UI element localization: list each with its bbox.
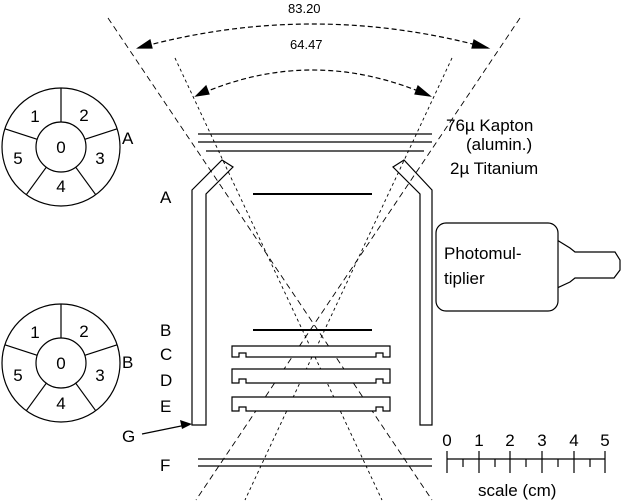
scale-tick-0: 0 — [442, 431, 451, 450]
ring-A-seg-3: 3 — [95, 149, 104, 168]
scintillator-frames — [231, 345, 391, 412]
arc-inner-arrow-right — [414, 84, 432, 97]
scale-tick-1: 1 — [474, 431, 483, 450]
arc-outer — [137, 23, 489, 49]
wire-planes — [253, 193, 372, 331]
photomultiplier — [435, 222, 621, 312]
ring-A — [1, 87, 121, 207]
ring-A-seg-1: 1 — [30, 107, 39, 126]
label-F: F — [160, 456, 170, 475]
entrance-foils — [198, 133, 432, 152]
angle-rays — [107, 17, 521, 501]
label-A: A — [160, 188, 172, 207]
ring-A-seg-2: 2 — [79, 106, 88, 125]
housing-wall-right — [392, 159, 433, 426]
scale-tick-5: 5 — [600, 431, 609, 450]
kapton-label: 76µ Kapton — [446, 116, 533, 135]
label-D: D — [160, 371, 172, 390]
ray-outer-right — [195, 17, 521, 501]
frame-C — [231, 345, 391, 358]
frame-D — [231, 368, 391, 384]
frame-E — [231, 396, 391, 412]
angle-inner-value: 64.47 — [290, 37, 323, 52]
scale-tick-2: 2 — [505, 431, 514, 450]
pmt-label-line2: tiplier — [444, 269, 485, 288]
arc-inner — [195, 69, 431, 97]
ring-A-seg-5: 5 — [13, 149, 22, 168]
ring-A-seg-4: 4 — [56, 177, 65, 196]
titanium-label: 2µ Titanium — [450, 159, 538, 178]
scale-caption: scale (cm) — [478, 481, 556, 500]
angle-arcs — [136, 23, 491, 97]
ray-inner-right — [244, 57, 453, 501]
g-pointer-arrow — [141, 420, 192, 435]
ring-B-seg-4: 4 — [56, 394, 65, 413]
housing-walls — [191, 159, 433, 426]
ring-B-seg-2: 2 — [79, 322, 88, 341]
ring-B — [1, 303, 121, 423]
ring-B-seg-3: 3 — [95, 366, 104, 385]
ring-A-label: A — [122, 129, 134, 148]
ring-A-center: 0 — [56, 138, 65, 157]
scale-tick-3: 3 — [537, 431, 546, 450]
label-C: C — [160, 345, 172, 364]
ring-B-seg-5: 5 — [13, 366, 22, 385]
arc-outer-arrow-right — [471, 39, 491, 49]
arc-inner-arrow-left — [194, 84, 210, 97]
pmt-tube — [556, 238, 621, 289]
bottom-foils — [198, 458, 432, 467]
pmt-label-line1: Photomul- — [444, 244, 521, 263]
label-B: B — [160, 321, 171, 340]
housing-wall-left — [191, 159, 234, 426]
pmt-box — [435, 222, 559, 312]
ray-outer-left — [107, 17, 433, 501]
kapton-label-2: (alumin.) — [466, 135, 532, 154]
label-G: G — [122, 427, 135, 446]
ring-B-center: 0 — [56, 354, 65, 373]
ring-B-label: B — [122, 353, 133, 372]
angle-outer-value: 83.20 — [288, 1, 321, 16]
ring-B-seg-1: 1 — [30, 323, 39, 342]
arc-outer-arrow-left — [136, 39, 153, 49]
scale-tick-4: 4 — [569, 431, 578, 450]
label-E: E — [160, 397, 171, 416]
scale-bar — [446, 451, 606, 473]
